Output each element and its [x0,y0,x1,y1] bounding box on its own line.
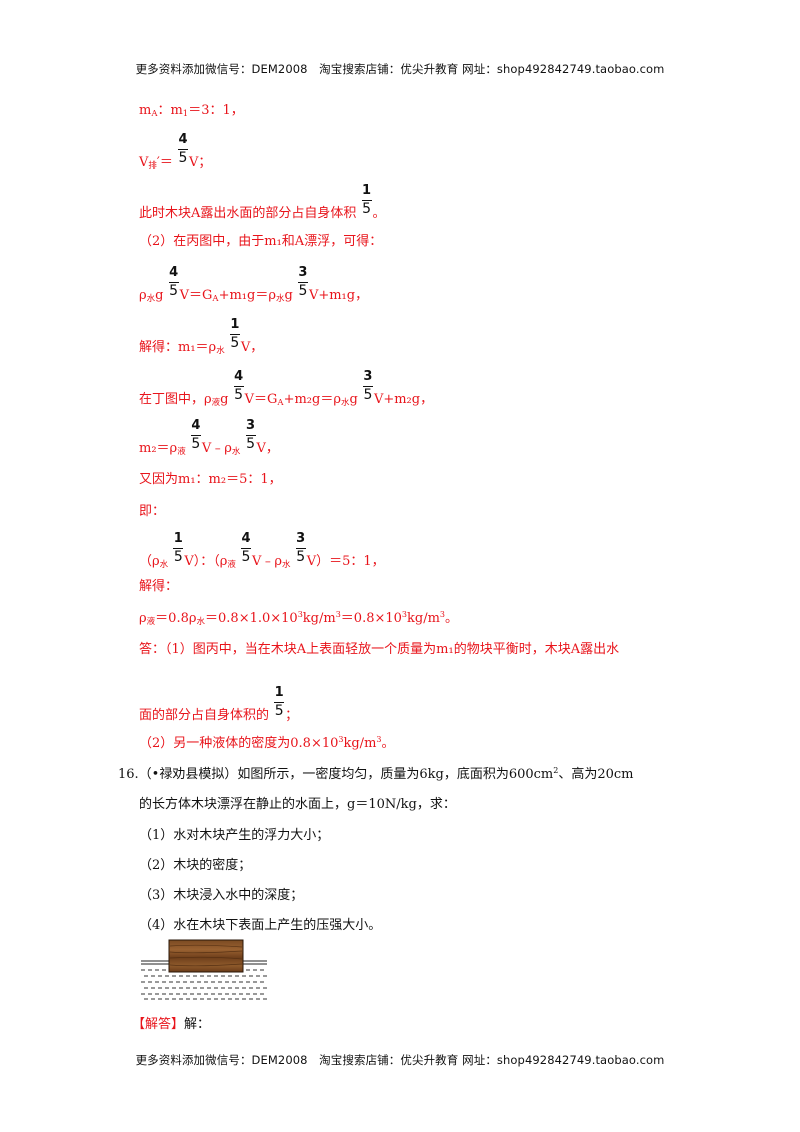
problem-16-statement: 16.（•禄劝县模拟）如图所示，一密度均匀，质量为6kg，底面积为600cm2、… [118,766,634,782]
solution-line-answer-1: 答：（1）图丙中，当在木块A上表面轻放一个质量为m₁的物块平衡时，木块A露出水 [139,642,620,657]
solution-line-solve: 解得： [139,579,179,594]
page-header: 更多资料添加微信号：DEM2008 淘宝搜索店铺：优尖升教育 网址：shop49… [135,62,665,76]
page-footer: 更多资料添加微信号：DEM2008 淘宝搜索店铺：优尖升教育 网址：shop49… [135,1053,665,1067]
problem-16-question-1: （1）水对木块产生的浮力大小； [139,828,330,843]
solution-line-namely: 即： [139,504,166,519]
solution-line-answer-2: （2）另一种液体的密度为0.8×103kg/m3。 [139,735,395,751]
solution-line-ratio-given: 又因为m₁：m₂＝5：1， [139,472,282,487]
problem-16-question-4: （4）水在木块下表面上产生的压强大小。 [139,918,382,933]
problem-16-statement-cont: 的长方体木块漂浮在静止的水面上，g＝10N/kg，求： [139,797,456,812]
floating-wood-block-figure [141,939,267,1000]
water-dashes [141,969,267,1000]
problem-16-question-2: （2）木块的密度； [139,858,252,873]
solution-line-mass-ratio: mA：m1＝3：1， [139,103,244,119]
wood-grain [169,944,243,967]
answer-heading: 【解答】解： [132,1017,211,1032]
solution-line-density-result: ρ液＝0.8ρ水＝0.8×1.0×103kg/m3＝0.8×103kg/m3。 [139,610,459,627]
solution-line-part2-intro: （2）在丙图中，由于m₁和A漂浮，可得： [139,234,383,249]
wood-block [168,939,244,973]
problem-16-question-3: （3）木块浸入水中的深度； [139,888,304,903]
